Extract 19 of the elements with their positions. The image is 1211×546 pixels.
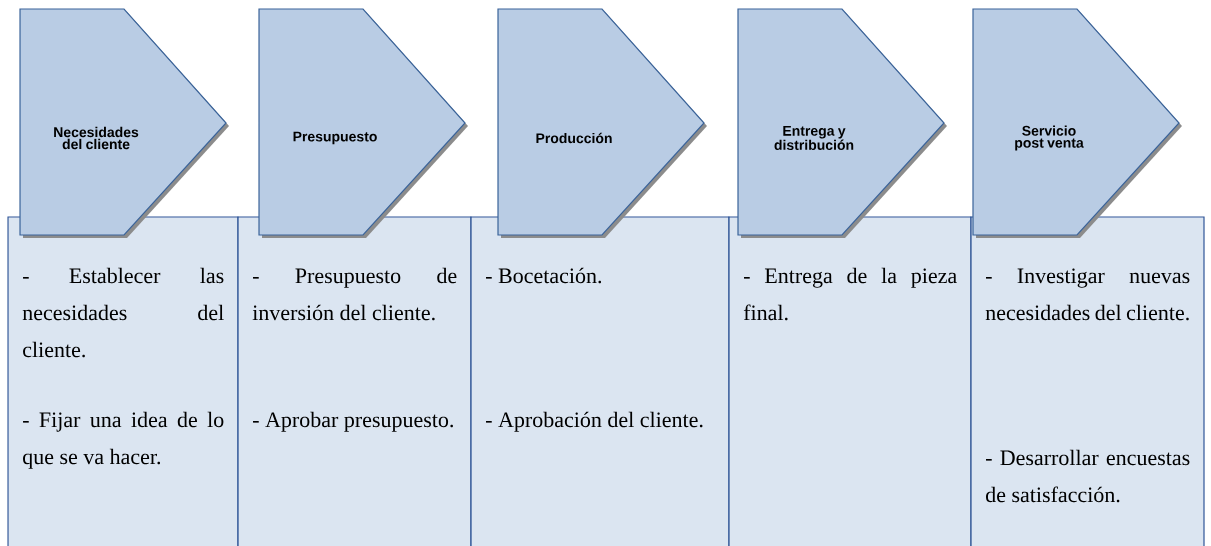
step-description: - Bocetación. xyxy=(486,267,602,284)
chevron-step: Entrega y distribución xyxy=(737,8,947,238)
column-panel xyxy=(237,216,472,546)
column-panel xyxy=(970,216,1205,546)
chevron-step: Servicio post venta xyxy=(972,8,1182,238)
step-description: - Aprobar presupuesto. xyxy=(253,411,453,432)
step-description: - Fijar una idea de lo que se va hacer. xyxy=(23,411,224,469)
step-description: - Investigar nuevas necesidades del cliente. xyxy=(985,268,1190,321)
column-panel xyxy=(7,216,239,546)
step-description: - Establecer las necesidades del cliente. xyxy=(22,267,224,358)
step-description: - Presupuesto de inversión del cliente. xyxy=(252,267,457,321)
chevron-step: Producción xyxy=(497,8,707,238)
step-description: - Aprobación del cliente. xyxy=(486,411,703,432)
step-description: - Entrega de la pieza final. xyxy=(743,267,957,321)
chevron-step: Necesidades del cliente xyxy=(19,8,229,238)
chevron-step: Presupuesto xyxy=(258,8,468,238)
column-panel xyxy=(728,216,972,546)
step-description: - Desarrollar encuestas de satisfacción. xyxy=(986,449,1190,503)
column-panel xyxy=(470,216,730,546)
